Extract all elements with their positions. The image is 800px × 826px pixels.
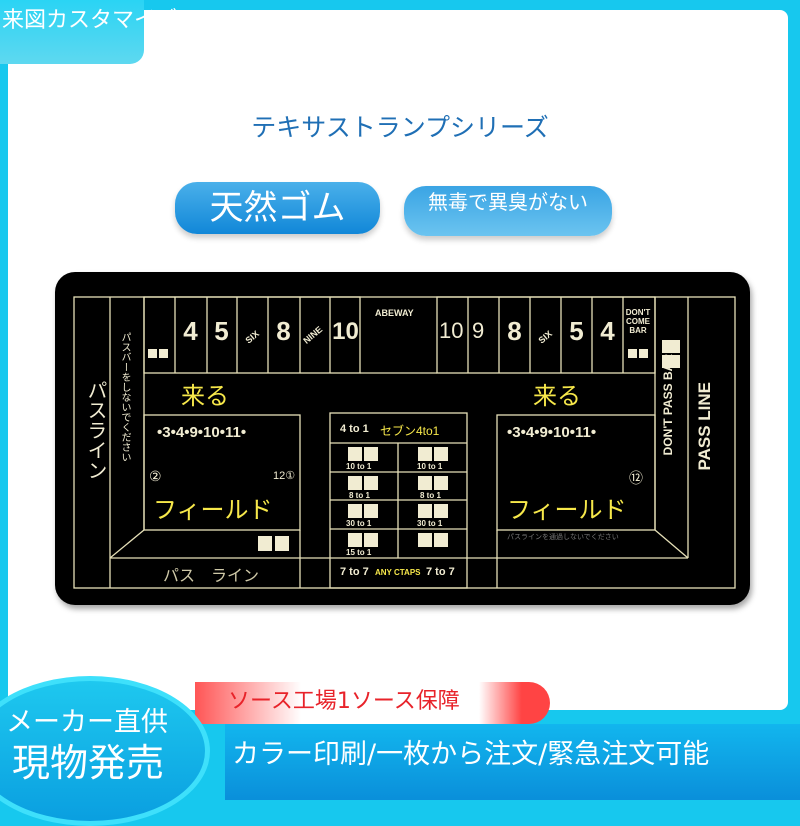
box-4: 4 [183,316,198,346]
dice-icons [148,340,680,551]
right-box-9: 9 [472,318,485,343]
badge-line2: 現物発売 [12,741,165,785]
feature-pill-rubber: 天然ゴム [175,182,380,234]
red-banner-bg [195,682,550,724]
center-4to1: 4 to 1 [340,423,369,435]
dont-come-bar: DON'T COME BAR [625,308,651,335]
feature-pill-nontoxic: 無毒で異臭がない [404,186,612,236]
pass-line-right: PASS LINE [695,382,714,471]
blue-banner-text: カラー印刷/一枚から注文/緊急注文可能 [232,739,710,770]
field-12-right: ⑫ [629,470,643,486]
right-box-10: 10 [439,318,464,343]
field-numbers-left: •3•4•9•10•11• [157,424,247,441]
dont-pass-bar: DON'T PASS BAR [661,354,675,456]
craps-mat: ABEWAY 4 5 SIX 8 NINE 10 10 9 8 SIX 5 4 … [55,272,750,605]
field-numbers-right: •3•4•9•10•11• [507,424,597,441]
right-box-5: 5 [569,316,584,346]
box-10: 10 [332,318,359,345]
center-7to7-right: 7 to 7 [426,566,455,578]
brand-logo: ABEWAY [375,308,414,318]
corner-tag: 来図カスタマイズ [0,0,177,64]
center-seven: セブン4to1 [380,424,440,438]
dont-cross-text: パスラインを通過しないでください [507,534,619,541]
odds-label: 10 to 1 [346,462,372,471]
any-craps: ANY CTAPS [375,568,421,577]
odds-label: 30 to 1 [417,519,443,528]
center-7to7-left: 7 to 7 [340,566,369,578]
red-banner-text: ソース工場1ソース保障 [228,689,460,714]
odds-label: 10 to 1 [417,462,443,471]
come-left: 来る [181,383,229,410]
field-left: フィールド [153,497,273,524]
mat-lines [73,296,736,589]
pass-line-left: パスライン [84,380,106,480]
pass-line-bottom: パス ライン [163,568,260,585]
field-2: ② [149,468,162,484]
right-box-4: 4 [600,316,615,346]
box-8: 8 [276,316,291,346]
come-right: 来る [533,383,581,410]
box-5: 5 [214,316,229,346]
blue-banner-bg [225,724,800,800]
field-right: フィールド [507,497,627,524]
odds-label: 8 to 1 [420,491,441,500]
odds-label: 15 to 1 [346,548,372,557]
right-box-8: 8 [507,316,522,346]
odds-label: 8 to 1 [349,491,370,500]
odds-label: 30 to 1 [346,519,372,528]
badge-line1: メーカー直供 [6,707,168,738]
pass-bar-left: パスバーをしないでください [119,332,130,462]
series-title: テキサストランプシリーズ [251,113,549,142]
field-12: 12① [273,470,296,482]
